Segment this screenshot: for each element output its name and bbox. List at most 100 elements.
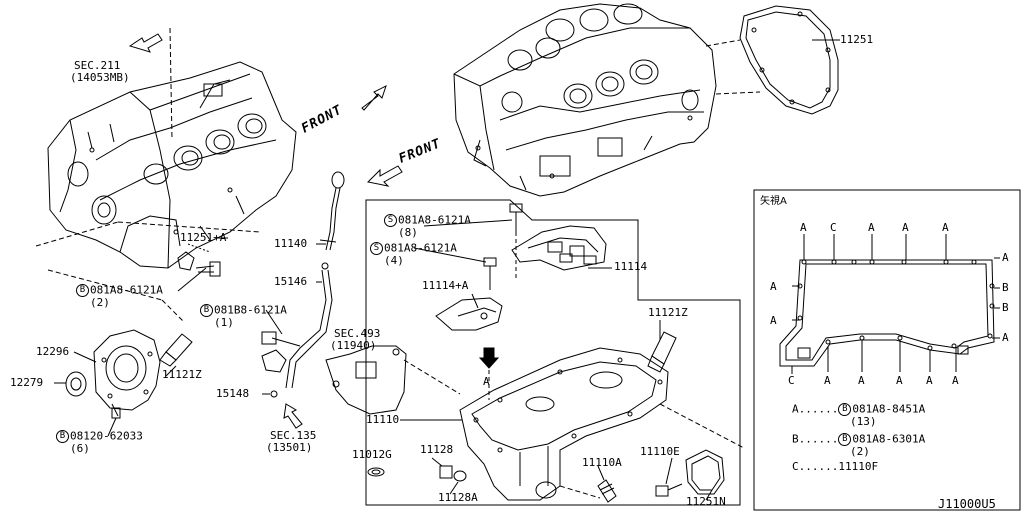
bolt-type-b-icon: B [200, 304, 213, 317]
legend-row-c: C......11110F [792, 461, 878, 473]
view-a-top-mark: A [800, 221, 807, 234]
baffle-11114a-drawing [435, 297, 503, 331]
label-11110: 11110 [366, 413, 400, 426]
sensor-11121z-left-drawing [159, 333, 193, 367]
label-sec135: SEC.135 [270, 429, 317, 442]
view-a-right-mark: A [1002, 251, 1009, 264]
bolt-qty: (2) [90, 296, 110, 309]
leader-lines [54, 39, 840, 501]
dipstick-11140-drawing [319, 171, 345, 251]
legend-qty: (2) [850, 445, 870, 458]
view-a-bottom-mark: A [926, 374, 933, 387]
view-a-left-mark: A [770, 314, 777, 327]
oil-pan-box-outline [365, 199, 741, 506]
label-11012g: 11012G [352, 448, 392, 461]
label-11114: 11114 [614, 260, 648, 273]
label-11110e: 11110E [640, 445, 680, 458]
label-11128a: 11128A [438, 491, 478, 504]
label-11251: 11251 [840, 33, 874, 46]
bolt-code: 08120-62033 [70, 429, 143, 443]
cover-11251n-drawing [655, 449, 725, 497]
view-a-panel-frame [753, 189, 1021, 511]
label-11121z-right: 11121Z [648, 306, 688, 319]
view-arrow-a [478, 347, 500, 400]
label-sec493: SEC.493 [334, 327, 381, 340]
label-11128: 11128 [420, 443, 454, 456]
legend-key: A [792, 402, 799, 416]
label-sec135-sub: (13501) [266, 441, 313, 454]
label-sec493-sub: (11940) [330, 339, 377, 352]
view-a-right-mark: B [1002, 281, 1009, 294]
right-cylinder-block-drawing [453, 3, 761, 197]
left-cylinder-block-drawing [35, 27, 297, 323]
front-arrow-right-shape [366, 165, 403, 187]
label-sec211-sub: (14053MB) [70, 71, 130, 84]
view-a-bottom-mark: C [788, 374, 795, 387]
label-11110a: 11110A [582, 456, 622, 469]
bolt-code: 081B8-6121A [214, 303, 287, 317]
bolt-8-drawing [509, 203, 523, 280]
bolt-qty: (4) [384, 254, 404, 267]
sec135-arrow [283, 403, 303, 429]
label-15146: 15146 [274, 275, 308, 288]
bolt-qty: (6) [70, 442, 90, 455]
view-a-top-mark: A [868, 221, 875, 234]
label-15148: 15148 [216, 387, 250, 400]
view-a-right-mark: B [1002, 301, 1009, 314]
label-12296: 12296 [36, 345, 70, 358]
bolt-qty: (8) [398, 226, 418, 239]
legend-dots: ...... [798, 460, 839, 473]
gasket-11251a-drawing [177, 243, 221, 277]
view-a-bottom-mark: A [952, 374, 959, 387]
bolt-type-b-icon: B [838, 433, 852, 446]
legend-code: 11110F [838, 460, 879, 473]
legend-dots: ...... [798, 432, 839, 446]
view-a-oil-pan-outline [779, 234, 1000, 374]
bolt-qty: (1) [214, 316, 234, 329]
label-11121z-left: 11121Z [162, 368, 202, 381]
legend-qty: (13) [850, 415, 877, 428]
gasket-11251-drawing [739, 5, 839, 115]
legend-code: 081A8-6301A [852, 432, 926, 446]
view-a-top-mark: A [902, 221, 909, 234]
front-arrow-left-shape [361, 85, 387, 111]
bolt-type-b-icon: B [838, 403, 852, 416]
bolt-type-b-icon: B [56, 430, 69, 443]
view-a-left-mark: A [770, 280, 777, 293]
bolt-4-drawing [483, 257, 497, 290]
legend-key: B [792, 432, 799, 446]
bolt-type-s-icon: S [384, 214, 397, 227]
view-a-bottom-mark: A [824, 374, 831, 387]
label-sec211: SEC.211 [74, 59, 121, 72]
bolt-code: 081A8-6121A [398, 213, 471, 227]
label-11114a: 11114+A [422, 279, 469, 292]
sec211-arrow [128, 33, 163, 53]
label-11251a: 11251+A [180, 231, 227, 244]
bolt-type-s-icon: S [370, 242, 383, 255]
view-a-bottom-mark: A [858, 374, 865, 387]
rear-seal-retainer-drawing [65, 329, 161, 419]
drain-plug-parts-drawing [367, 465, 617, 503]
bolt-code: 081A8-6121A [384, 241, 457, 255]
diagram-id: J11000U5 [938, 497, 996, 511]
legend-code: 081A8-8451A [852, 402, 926, 416]
view-a-title: 矢視A [760, 196, 787, 207]
legend-key: C [792, 460, 799, 473]
view-a-top-mark: C [830, 221, 837, 234]
label-view-arrow-a: A [483, 375, 490, 388]
oil-pan-11110-drawing [459, 347, 745, 501]
baffle-11114-drawing [511, 225, 607, 271]
view-a-bottom-mark: A [896, 374, 903, 387]
dipstick-tube-15146-drawing [261, 262, 333, 398]
sec493-bracket-drawing [325, 345, 461, 415]
label-11251n: 11251N [686, 495, 726, 508]
